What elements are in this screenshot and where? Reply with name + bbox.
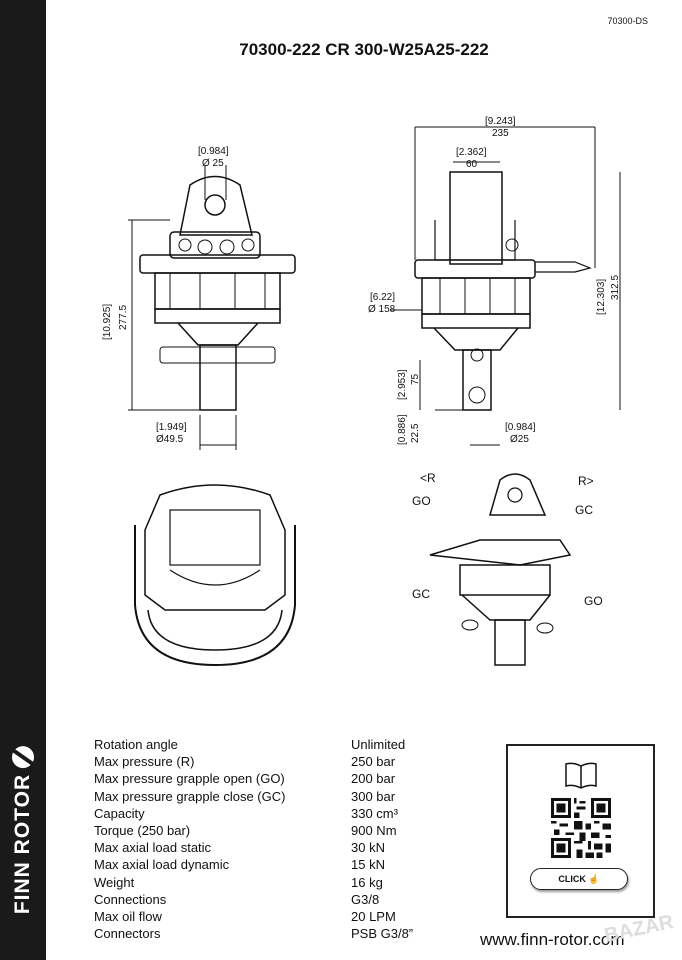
spec-row: Max pressure grapple close (GC) 300 bar <box>94 788 413 805</box>
spec-value: 30 kN <box>351 840 385 856</box>
port-label-right-rotation: R> <box>578 474 594 488</box>
spec-label: Connections <box>94 891 167 907</box>
dim-side-width-mm: 235 <box>492 128 509 139</box>
left-sidebar: FINN ROTOR <box>0 0 46 960</box>
spec-row: Weight 16 kg <box>94 874 413 891</box>
brand-logo: FINN ROTOR <box>0 720 46 940</box>
spec-value: 200 bar <box>351 771 396 787</box>
spec-value: 15 kN <box>351 857 385 873</box>
book-icon <box>565 762 597 789</box>
dim-front-bottom-mm: Ø49.5 <box>156 434 184 445</box>
dim-side-flange-mm: Ø 158 <box>368 304 396 315</box>
website-url[interactable]: www.finn-rotor.com <box>480 930 625 949</box>
document-code: 70300-DS <box>607 16 648 26</box>
spec-row: Max pressure grapple open (GO) 200 bar <box>94 770 413 787</box>
spec-row: Capacity 330 cm³ <box>94 805 413 822</box>
port-label-go-top: GO <box>412 494 431 508</box>
technical-drawings: [0.984] Ø 25 [10.925] 277.5 [1.949] Ø49.… <box>102 116 621 667</box>
dim-side-pin-inch: [0.984] <box>505 422 536 433</box>
spec-value: 900 Nm <box>351 823 397 839</box>
side-view-drawing <box>390 126 621 446</box>
spec-label: Max axial load dynamic <box>94 857 230 873</box>
spec-row: Max pressure (R) 250 bar <box>94 753 413 770</box>
iso-view-drawing <box>429 473 572 666</box>
spec-value: Unlimited <box>351 737 406 752</box>
spec-value: 300 bar <box>351 788 396 804</box>
spec-label: Max pressure grapple open (GO) <box>94 771 285 787</box>
dim-side-shaft-inch: [2.953] <box>397 369 408 400</box>
dim-side-tip-mm: 22.5 <box>410 423 421 443</box>
port-label-gc-bottom: GC <box>412 587 430 601</box>
dim-side-height-inch: [12.303] <box>596 279 607 315</box>
spec-label: Capacity <box>94 805 145 821</box>
dim-side-width-inch: [9.243] <box>485 116 516 127</box>
spec-value: 16 kg <box>351 874 383 890</box>
dim-front-top-inch: [0.984] <box>198 146 229 157</box>
spec-label: Max oil flow <box>94 909 162 925</box>
spec-row: Torque (250 bar) 900 Nm <box>94 822 413 839</box>
spec-label: Weight <box>94 874 135 890</box>
brand-name: FINN ROTOR <box>11 773 34 915</box>
dim-side-shaft-mm: 75 <box>410 373 421 385</box>
dim-front-height-mm: 277.5 <box>118 305 129 330</box>
click-button[interactable]: CLICK ☝ <box>530 868 628 890</box>
dim-side-flange-inch: [6.22] <box>370 292 395 303</box>
spec-value: G3/8 <box>351 891 380 907</box>
spec-row: Connections G3/8 <box>94 891 413 908</box>
spec-row: Max oil flow 20 LPM <box>94 908 413 925</box>
page-title: 70300-222 CR 300-W25A25-222 <box>239 40 489 59</box>
spec-row: Max axial load dynamic 15 kN <box>94 856 413 873</box>
top-view-drawing <box>134 484 296 667</box>
spec-value: 330 cm³ <box>351 805 398 821</box>
spec-label: Rotation angle <box>94 737 178 752</box>
brand-mark-icon <box>12 745 34 768</box>
dim-front-bottom-inch: [1.949] <box>156 422 187 433</box>
spec-row: Max axial load static 30 kN <box>94 839 413 856</box>
qr-code-icon[interactable] <box>551 798 611 858</box>
port-label-left-rotation: <R <box>420 471 436 485</box>
qr-panel: CLICK ☝ <box>506 744 655 918</box>
spec-label: Torque (250 bar) <box>94 823 191 839</box>
click-button-label: CLICK <box>558 874 586 884</box>
dim-side-top-mm: 60 <box>466 159 478 170</box>
dim-side-pin-mm: Ø25 <box>510 434 529 445</box>
front-view-drawing <box>128 165 296 450</box>
spec-table: Rotation angle Unlimited Max pressure (R)… <box>94 736 413 942</box>
dim-side-height-mm: 312.5 <box>610 275 621 300</box>
spec-label: Max pressure (R) <box>94 754 195 770</box>
dim-side-tip-inch: [0.886] <box>397 414 408 445</box>
spec-label: Connectors <box>94 926 161 942</box>
spec-value: 250 bar <box>351 754 396 770</box>
spec-row: Rotation angle Unlimited <box>94 736 413 753</box>
port-label-go-bottom: GO <box>584 594 603 608</box>
spec-value: PSB G3/8” <box>351 926 414 942</box>
spec-label: Max pressure grapple close (GC) <box>94 788 286 804</box>
pointer-hand-icon: ☝ <box>588 874 600 884</box>
spec-label: Max axial load static <box>94 840 212 856</box>
dim-side-top-inch: [2.362] <box>456 147 487 158</box>
spec-row: Connectors PSB G3/8” <box>94 925 413 942</box>
spec-value: 20 LPM <box>351 909 396 925</box>
port-label-gc-top: GC <box>575 503 593 517</box>
dim-front-height-inch: [10.925] <box>102 304 113 340</box>
dim-front-top-mm: Ø 25 <box>202 158 224 169</box>
